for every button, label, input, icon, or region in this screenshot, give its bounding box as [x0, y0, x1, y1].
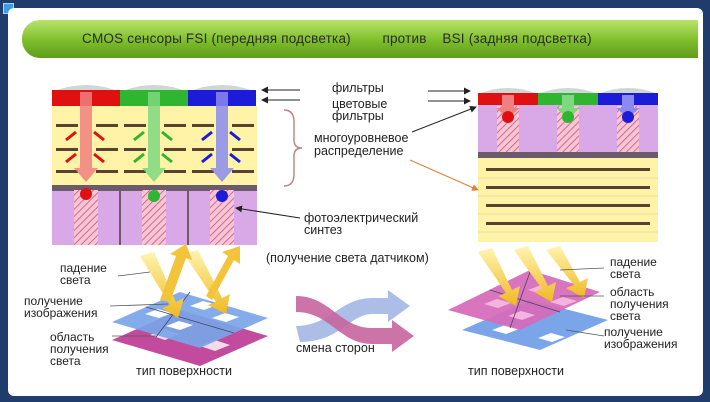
right-area-2: получения: [610, 297, 669, 311]
label-surface-left: тип поверхности: [136, 364, 232, 378]
fsi-burst-green: [148, 190, 160, 202]
fsi-burst-blue: [216, 190, 228, 202]
fsi-reflect-arrow-2: [206, 246, 240, 300]
callout-lines: [235, 86, 479, 219]
fsi-red-beam: [74, 92, 98, 182]
right-area-1: область: [610, 285, 654, 299]
fsi-green-beam: [142, 92, 166, 182]
slide-title: CMOS сенсоры FSI (передняя подсветка) пр…: [82, 31, 592, 46]
fsi-incidence-arrow-1: [140, 252, 184, 318]
fsi-blue-beam: [210, 92, 234, 182]
right-image-2: изображения: [604, 337, 678, 351]
label-filters: фильтры: [332, 81, 384, 95]
title-banner: [22, 20, 698, 58]
fsi-surface: [109, 244, 268, 366]
fsi-incidence-arrow-2: [184, 250, 230, 314]
bsi-metal-layers: [478, 158, 658, 242]
label-swap: смена сторон: [296, 341, 375, 355]
left-incidence-2: света: [60, 273, 91, 287]
left-image-1: получение: [24, 294, 83, 308]
label-photo-2: синтез: [304, 223, 342, 237]
right-image-1: получение: [604, 325, 663, 339]
right-incidence-1: падение: [610, 255, 657, 269]
bsi-sensor: [478, 88, 658, 242]
bsi-surface: [448, 246, 608, 350]
label-color-filters-1: цветовые: [332, 97, 387, 111]
fsi-metal-wiring: [56, 124, 254, 173]
bsi-image-plane: [462, 300, 608, 350]
bsi-light-area-plane: [448, 270, 600, 330]
left-incidence-1: падение: [60, 261, 107, 275]
labels: фильтры цветовые фильтры многоуровневое …: [24, 81, 678, 378]
swap-arrows-icon: [296, 290, 414, 352]
label-multilevel-1: многоуровневое: [314, 131, 409, 145]
label-color-filters-2: фильтры: [332, 109, 384, 123]
fsi-burst-red: [80, 188, 92, 200]
label-photo-1: фотоэлектрический: [304, 211, 418, 225]
fsi-scatter-arrows: [65, 130, 241, 164]
left-area-3: света: [50, 354, 81, 368]
label-receive-light: (получение света датчиком): [266, 251, 429, 265]
left-image-2: изображения: [24, 306, 98, 320]
right-incidence-2: света: [610, 267, 641, 281]
fsi-sensor: [52, 85, 257, 245]
label-surface-right: тип поверхности: [468, 364, 564, 378]
brace: [283, 109, 303, 187]
fsi-reflect-arrow-1: [160, 244, 192, 302]
right-area-3: света: [610, 309, 641, 323]
left-area-2: получения: [50, 342, 109, 356]
left-area-1: область: [50, 330, 94, 344]
label-multilevel-2: распределение: [314, 144, 404, 158]
